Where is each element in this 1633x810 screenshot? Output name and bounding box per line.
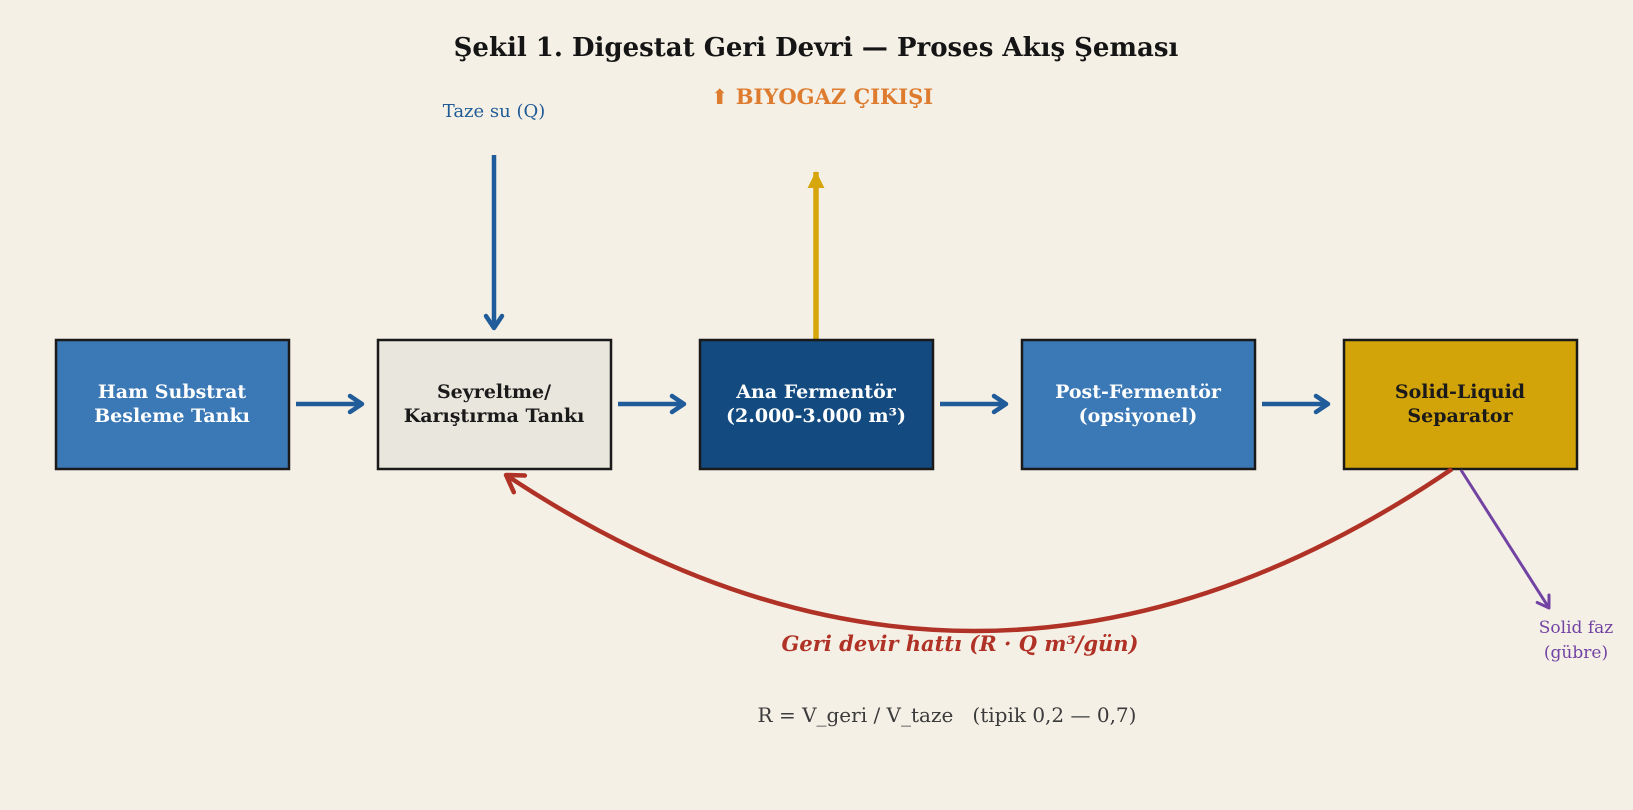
solid-phase-label-line1: Solid faz — [1539, 618, 1613, 638]
biogas-output-label: ⬆ BIYOGAZ ÇIKIŞI — [711, 84, 933, 109]
solid-phase-label-line2: (gübre) — [1544, 643, 1608, 663]
recycle-ratio-formula: R = V_geri / V_taze (tipik 0,2 — 0,7) — [758, 703, 1137, 727]
main-fermenter-label-line1: Ana Fermentör — [735, 381, 896, 403]
mixing-tank-label-line2: Karıştırma Tankı — [404, 405, 585, 427]
feed-tank-rect — [54, 338, 291, 471]
box-mixing-tank: Seyreltme/ Karıştırma Tankı — [376, 338, 613, 471]
separator-label-line1: Solid-Liquid — [1395, 381, 1525, 403]
solid-phase-arrow — [1459, 469, 1551, 610]
fresh-water-label: Taze su (Q) — [443, 101, 546, 122]
feed-tank-label-line2: Besleme Tankı — [94, 405, 250, 427]
box-post-fermenter: Post-Fermentör (opsiyonel) — [1020, 338, 1257, 471]
mixing-tank-label-line1: Seyreltme/ — [437, 381, 551, 403]
separator-label-line2: Separator — [1407, 405, 1513, 427]
figure-title: Şekil 1. Digestat Geri Devri — Proses Ak… — [454, 33, 1179, 63]
mixing-tank-rect — [376, 338, 613, 471]
post-fermenter-rect — [1020, 338, 1257, 471]
main-fermenter-label-line2: (2.000-3.000 m³) — [726, 405, 906, 427]
box-separator: Solid-Liquid Separator — [1342, 338, 1579, 471]
feed-tank-label-line1: Ham Substrat — [98, 381, 247, 403]
post-fermenter-label-line1: Post-Fermentör — [1055, 381, 1222, 403]
box-feed-tank: Ham Substrat Besleme Tankı — [54, 338, 291, 471]
main-fermenter-rect — [698, 338, 935, 471]
recycle-line-label: Geri devir hattı (R · Q m³/gün) — [782, 631, 1139, 656]
box-main-fermenter: Ana Fermentör (2.000-3.000 m³) — [698, 338, 935, 471]
recycle-arrow — [503, 467, 1454, 634]
separator-rect — [1342, 338, 1579, 471]
post-fermenter-label-line2: (opsiyonel) — [1079, 405, 1198, 427]
